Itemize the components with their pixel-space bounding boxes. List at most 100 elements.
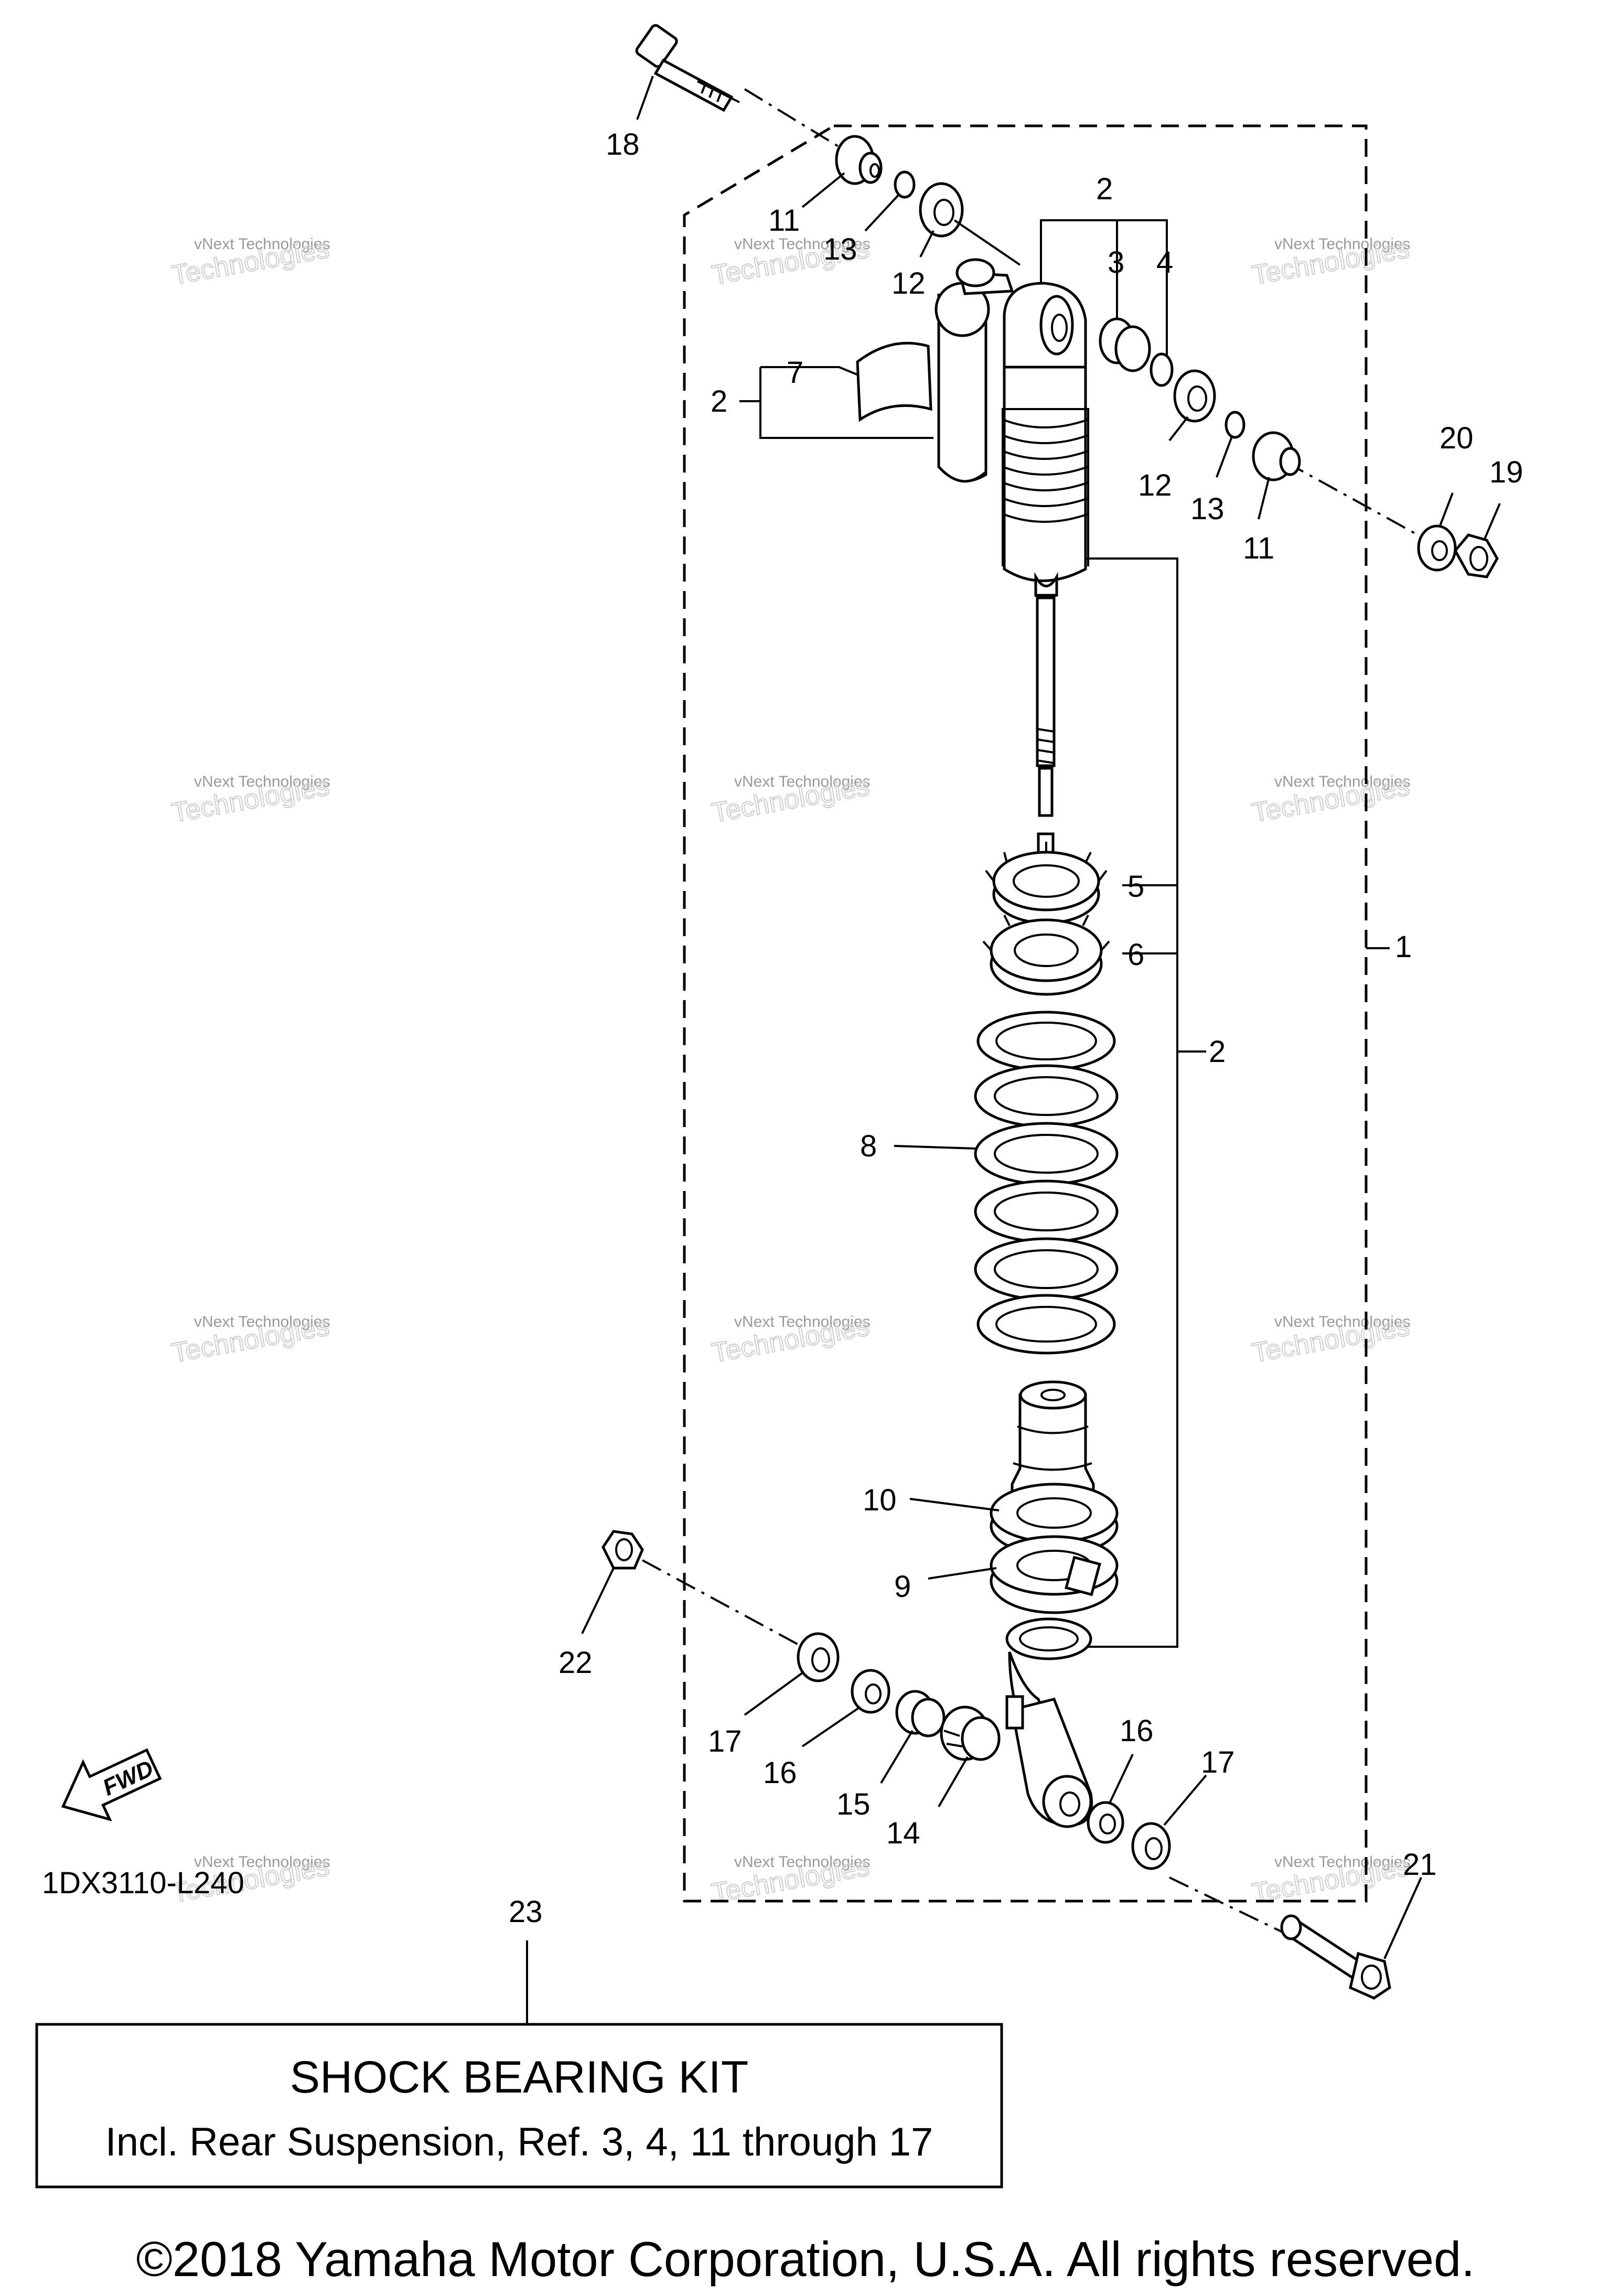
watermark: vNext Technologies Technologies <box>709 770 872 829</box>
callout-16-left: 16 <box>763 1756 797 1790</box>
leader-ref-12-right <box>1168 416 1189 442</box>
callout-13-right: 13 <box>1190 492 1225 526</box>
part-4-oring <box>1150 352 1174 387</box>
watermark: vNext Technologies Technologies <box>1249 1851 1412 1909</box>
callout-14: 14 <box>886 1816 920 1850</box>
axis-top-right <box>1284 460 1437 546</box>
kit-box-subtitle: Incl. Rear Suspension, Ref. 3, 4, 11 thr… <box>105 2120 933 2164</box>
callout-12-top: 12 <box>892 266 926 301</box>
part-16-seal-left <box>851 1669 890 1714</box>
watermark-text: vNext Technologies <box>1274 773 1411 790</box>
callout-21: 21 <box>1403 1848 1437 1882</box>
part-2-lower-clevis <box>1005 1617 1093 1828</box>
leader-to-eye <box>953 219 1021 266</box>
watermark: vNext Technologies Technologies <box>1249 770 1412 829</box>
copyright-notice: ©2018 Yamaha Motor Corporation, U.S.A. A… <box>136 2231 1475 2287</box>
callout-8: 8 <box>860 1129 877 1163</box>
part-20-washer <box>1417 524 1457 572</box>
callout-10: 10 <box>863 1483 897 1517</box>
leader-ref-20 <box>1438 492 1454 528</box>
part-16-seal-right <box>1087 1801 1124 1844</box>
axis-bottom-left <box>642 1559 803 1648</box>
leader-ref-16-right <box>1108 1754 1134 1805</box>
part-15-collar <box>895 1690 946 1737</box>
callout-2-right: 2 <box>1209 1035 1226 1069</box>
watermark-text: vNext Technologies <box>734 773 871 790</box>
watermark: vNext Technologies Technologies <box>1249 1311 1412 1369</box>
leader-ref-21 <box>1383 1877 1422 1959</box>
callout-5: 5 <box>1127 870 1144 904</box>
leader-ref-9 <box>928 1567 997 1580</box>
part-12-seal-right <box>1173 369 1216 423</box>
callout-17-right: 17 <box>1201 1745 1235 1779</box>
watermark-text: vNext Technologies <box>1274 1853 1411 1871</box>
watermark: vNext Technologies Technologies <box>169 1311 332 1369</box>
axis-bottom-right <box>1169 1876 1322 1952</box>
callout-11-top: 11 <box>768 203 800 238</box>
part-9-spring-seat <box>990 1535 1119 1614</box>
part-5-ring-nut <box>985 842 1108 925</box>
watermark-text: vNext Technologies <box>1274 235 1411 253</box>
callout-20: 20 <box>1440 421 1474 455</box>
shock-bearing-kit-box: SHOCK BEARING KIT Incl. Rear Suspension,… <box>35 2023 1003 2188</box>
part-22-nut <box>602 1530 644 1570</box>
part-17-washer-right <box>1131 1822 1171 1870</box>
part-18-bolt <box>635 24 740 112</box>
callout-6: 6 <box>1127 938 1144 972</box>
part-7-label <box>856 341 932 422</box>
leader-ref-11-top <box>801 172 845 208</box>
leader-ref-15 <box>880 1730 914 1784</box>
watermark-text: vNext Technologies <box>194 1313 330 1331</box>
watermark-text: vNext Technologies <box>734 1853 871 1871</box>
part-2-shock-upper-body <box>1002 282 1089 582</box>
callout-7: 7 <box>787 356 803 390</box>
bracket-ref-2-left <box>759 367 933 439</box>
watermark-text: vNext Technologies <box>734 1313 871 1331</box>
watermark-layer: vNext Technologies Technologies vNext Te… <box>169 233 1412 1909</box>
part-11-collar-top <box>835 135 883 185</box>
part-13-oring-right <box>1225 411 1245 439</box>
part-8-spring <box>974 1011 1119 1355</box>
callout-3: 3 <box>1108 245 1124 280</box>
kit-box-title: SHOCK BEARING KIT <box>290 2052 749 2102</box>
watermark-text: vNext Technologies <box>734 235 871 253</box>
part-19-nut <box>1453 533 1499 578</box>
watermark-text: vNext Technologies <box>194 1853 330 1871</box>
watermark: vNext Technologies Technologies <box>709 1311 872 1369</box>
callout-2-left: 2 <box>711 384 727 419</box>
part-13-oring-top <box>894 170 916 199</box>
callout-2-top: 2 <box>1096 172 1113 206</box>
assembly-boundary-dashed <box>683 124 1368 1903</box>
part-17-washer-left <box>797 1632 840 1682</box>
watermark-text: vNext Technologies <box>1274 1313 1411 1331</box>
part-6-lock-ring <box>982 915 1110 996</box>
part-21-bolt <box>1280 1914 1391 2000</box>
callout-9: 9 <box>894 1570 911 1604</box>
callout-12-right: 12 <box>1138 468 1172 502</box>
callout-11-right: 11 <box>1243 531 1274 565</box>
leader-ref-10 <box>909 1498 1000 1511</box>
leader-ref-17-left <box>744 1672 803 1716</box>
leader-ref-18 <box>636 76 654 120</box>
kit-box-frame <box>35 2023 1003 2188</box>
part-2-reservoir-valve <box>955 258 1014 295</box>
diagram-code: 1DX3110-L240 <box>42 1866 244 1900</box>
callout-22: 22 <box>559 1646 593 1680</box>
callout-23: 23 <box>509 1895 543 1929</box>
watermark-text: vNext Technologies <box>194 235 330 253</box>
leader-ref-14 <box>938 1756 969 1808</box>
watermark: vNext Technologies Technologies <box>169 233 332 292</box>
callout-1: 1 <box>1395 930 1412 964</box>
leader-ref-12-top <box>919 230 935 258</box>
part-2-shock-shaft <box>1034 572 1058 817</box>
part-12-seal-top <box>919 182 964 238</box>
callout-16-right: 16 <box>1120 1714 1154 1748</box>
fwd-arrow-icon: FWD <box>61 1748 162 1822</box>
leader-ref-16-left <box>801 1706 861 1747</box>
leader-ref-22 <box>581 1568 615 1634</box>
bracket-ref-2-right <box>1078 557 1178 1648</box>
watermark: vNext Technologies Technologies <box>1249 233 1412 292</box>
watermark-text: vNext Technologies <box>194 773 330 790</box>
callout-15: 15 <box>836 1787 871 1821</box>
